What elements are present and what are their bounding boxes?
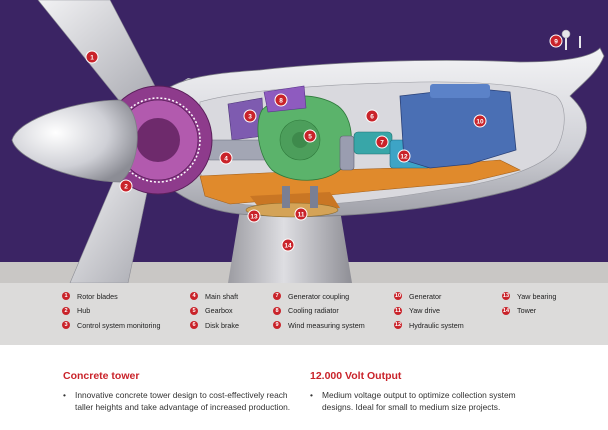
legend-label: Tower: [517, 306, 537, 316]
marker-12: 12: [397, 149, 411, 163]
marker-11: 11: [294, 207, 308, 221]
svg-text:1: 1: [90, 55, 94, 62]
hub-bearing: [115, 97, 201, 183]
yaw-drive-2: [310, 186, 318, 208]
legend-label: Gearbox: [205, 306, 233, 316]
feature-volt-output: 12.000 Volt Output • Medium voltage outpu…: [310, 370, 545, 413]
legend-badge: 5: [190, 306, 198, 315]
legend-label: Hub: [77, 306, 91, 316]
legend-label: Yaw drive: [409, 306, 441, 316]
legend-badge: 4: [190, 292, 198, 301]
feature-concrete-tower: Concrete tower • Innovative concrete towe…: [63, 370, 298, 413]
legend-badge: 3: [62, 321, 70, 330]
svg-text:8: 8: [279, 98, 283, 105]
legend-label: Wind measuring system: [288, 320, 365, 330]
marker-1: 1: [85, 50, 99, 64]
legend-item: 13 Yaw bearing: [502, 289, 556, 304]
legend-badge: 6: [190, 321, 198, 330]
legend-label: Main shaft: [205, 291, 239, 301]
legend-badge: 10: [394, 292, 402, 301]
legend-label: Generator coupling: [288, 291, 350, 301]
legend-label: Rotor blades: [77, 291, 118, 301]
svg-text:4: 4: [224, 156, 228, 163]
svg-text:12: 12: [400, 154, 408, 161]
yaw-drive-1: [282, 186, 290, 208]
legend-column-5: 13 Yaw bearing 14 Tower: [502, 289, 556, 318]
legend-badge: 1: [62, 292, 70, 301]
legend-badge: 14: [502, 306, 510, 315]
legend-badge: 9: [273, 321, 281, 330]
legend-badge: 12: [394, 321, 402, 330]
marker-7: 7: [375, 135, 389, 149]
marker-4: 4: [219, 151, 233, 165]
marker-3: 3: [243, 109, 257, 123]
legend-item: 12 Hydraulic system: [394, 318, 464, 333]
svg-text:7: 7: [380, 140, 384, 147]
legend-item: 1 Rotor blades: [62, 289, 161, 304]
legend-item: 4 Main shaft: [190, 289, 239, 304]
marker-5: 5: [303, 129, 317, 143]
svg-text:14: 14: [284, 243, 292, 250]
nose-cone: [11, 99, 138, 183]
feature-text: Innovative concrete tower design to cost…: [75, 390, 291, 412]
marker-13: 13: [247, 209, 261, 223]
feature-text: Medium voltage output to optimize collec…: [322, 390, 516, 412]
svg-text:3: 3: [248, 114, 252, 121]
marker-8: 8: [274, 93, 288, 107]
legend-item: 11 Yaw drive: [394, 304, 464, 319]
marker-6: 6: [365, 109, 379, 123]
svg-text:9: 9: [554, 39, 558, 46]
legend-item: 10 Generator: [394, 289, 464, 304]
svg-text:13: 13: [250, 214, 258, 221]
bullet-icon: •: [310, 390, 313, 400]
bullet-icon: •: [63, 390, 66, 400]
legend-label: Disk brake: [205, 320, 239, 330]
feature-title: 12.000 Volt Output: [310, 370, 402, 382]
turbine-cutaway-diagram: 1 2 3 4 5 6 7 8 9 10 11 12 13 14: [0, 0, 608, 283]
legend-item: 14 Tower: [502, 304, 556, 319]
legend-column-4: 10 Generator 11 Yaw drive 12 Hydraulic syst…: [394, 289, 464, 333]
legend-badge: 11: [394, 306, 402, 315]
component-legend: 1 Rotor blades 2 Hub 3 Control system monit…: [0, 283, 608, 345]
legend-badge: 8: [273, 306, 281, 315]
hub-core: [136, 118, 180, 162]
legend-label: Yaw bearing: [517, 291, 557, 301]
legend-item: 2 Hub: [62, 304, 161, 319]
legend-item: 9 Wind measuring system: [273, 318, 365, 333]
marker-10: 10: [473, 114, 487, 128]
legend-label: Generator: [409, 291, 442, 301]
svg-text:10: 10: [476, 119, 484, 126]
svg-text:11: 11: [298, 212, 305, 219]
svg-text:6: 6: [370, 114, 374, 121]
marker-9: 9: [549, 34, 563, 48]
main-frame: [199, 159, 521, 205]
marker-2: 2: [119, 179, 133, 193]
legend-column-1: 1 Rotor blades 2 Hub 3 Control system monit…: [62, 289, 161, 333]
legend-label: Control system monitoring: [77, 320, 161, 330]
legend-badge: 13: [502, 292, 510, 301]
feature-title: Concrete tower: [63, 370, 140, 382]
anemometer: [561, 29, 571, 39]
legend-item: 3 Control system monitoring: [62, 318, 161, 333]
generator-top: [430, 84, 490, 98]
features-section: Concrete tower • Innovative concrete towe…: [0, 345, 608, 430]
legend-badge: 2: [62, 306, 70, 315]
legend-badge: 7: [273, 292, 281, 301]
legend-column-2: 4 Main shaft 5 Gearbox 6 Disk brake: [190, 289, 239, 333]
marker-14: 14: [281, 238, 295, 252]
feature-bullet: • Medium voltage output to optimize colle…: [310, 389, 545, 413]
svg-text:5: 5: [308, 134, 312, 141]
legend-label: Cooling radiator: [288, 306, 339, 316]
svg-text:2: 2: [124, 184, 128, 191]
feature-bullet: • Innovative concrete tower design to cos…: [63, 389, 298, 413]
legend-item: 7 Generator coupling: [273, 289, 365, 304]
disk-brake: [339, 135, 355, 171]
legend-label: Hydraulic system: [409, 320, 464, 330]
legend-item: 6 Disk brake: [190, 318, 239, 333]
legend-item: 5 Gearbox: [190, 304, 239, 319]
legend-item: 8 Cooling radiator: [273, 304, 365, 319]
